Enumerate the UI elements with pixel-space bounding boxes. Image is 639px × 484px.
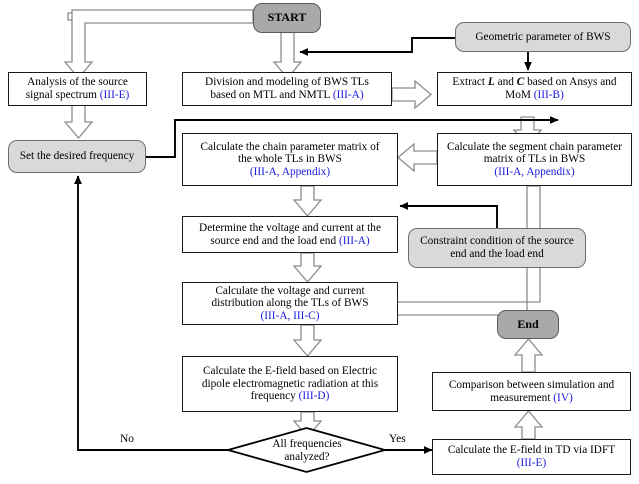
analysis-ref: (III-E) bbox=[99, 89, 130, 101]
extract-pre: Extract bbox=[452, 76, 488, 89]
decision-line1: All frequencies bbox=[272, 438, 342, 451]
decision-diamond bbox=[224, 427, 389, 473]
segment-ref: (III-A, Appendix) bbox=[494, 165, 575, 178]
chainwhole-ref: (III-A, Appendix) bbox=[249, 165, 331, 178]
node-constraint-condition[interactable]: Constraint condition of the source end a… bbox=[408, 228, 586, 268]
node-end-label: End bbox=[517, 316, 539, 331]
branch-label-yes: Yes bbox=[389, 433, 406, 445]
edge-constraint-to-determine bbox=[399, 202, 498, 228]
td-line1: Calculate the E-field in TD via IDFT bbox=[447, 444, 616, 457]
constraint-line1: Constraint condition of the source bbox=[420, 235, 574, 248]
efield-ref: (III-D) bbox=[298, 390, 330, 403]
efield-line1: Calculate the E-field based on Electric bbox=[202, 365, 378, 378]
distribution-ref: (III-A, III-C) bbox=[260, 309, 320, 322]
constraint-line2: end and the load end bbox=[450, 248, 544, 260]
node-set-frequency[interactable]: Set the desired frequency bbox=[8, 140, 146, 173]
distribution-line2: distribution along the TLs of BWS bbox=[211, 297, 369, 310]
analysis-line2: signal spectrum bbox=[25, 89, 100, 101]
edge-chainwhole-to-determine bbox=[292, 185, 323, 218]
node-analysis-source[interactable]: Analysis of the source signal spectrum (… bbox=[8, 72, 147, 106]
node-decision-label[interactable]: All frequencies analyzed? bbox=[249, 437, 365, 465]
edge-analysis-to-setfreq bbox=[63, 104, 94, 140]
node-comparison[interactable]: Comparison between simulation and measur… bbox=[432, 372, 631, 411]
node-extract-lc[interactable]: Extract L and C based on Ansys and MoM (… bbox=[437, 72, 632, 106]
edge-geometric-to-start bbox=[299, 37, 455, 56]
edge-start-to-division bbox=[272, 31, 303, 80]
node-segment-chain-matrix[interactable]: Calculate the segment chain parameter ma… bbox=[437, 133, 632, 186]
segment-line1: Calculate the segment chain parameter bbox=[446, 140, 623, 153]
extract-symbol-c: C bbox=[516, 76, 525, 89]
edge-decision-no-loop bbox=[74, 175, 228, 451]
comparison-line2: measurement bbox=[490, 391, 554, 404]
extract-post: based on Ansys and bbox=[524, 76, 617, 89]
edge-start-to-analysis bbox=[63, 9, 254, 80]
node-vi-distribution[interactable]: Calculate the voltage and current distri… bbox=[182, 282, 398, 325]
edge-determine-to-distribution bbox=[292, 252, 323, 284]
determine-line1: Determine the voltage and current at the bbox=[199, 221, 381, 234]
chainwhole-line1: Calculate the chain parameter matrix of bbox=[200, 140, 380, 153]
division-ref: (III-A) bbox=[332, 89, 364, 101]
edge-division-to-extract bbox=[391, 79, 433, 110]
edge-distribution-to-efield bbox=[292, 324, 323, 358]
node-start-label: START bbox=[267, 10, 307, 25]
edge-segment-to-chainwhole bbox=[396, 142, 438, 173]
analysis-line1: Analysis of the source bbox=[27, 76, 128, 89]
determine-line2: source end and the load end bbox=[210, 234, 339, 247]
node-end[interactable]: End bbox=[497, 310, 559, 339]
division-line1: Division and modeling of BWS TLs bbox=[205, 76, 369, 89]
extract-line2: MoM bbox=[505, 89, 534, 101]
edge-efield-to-decision bbox=[292, 411, 323, 439]
determine-ref: (III-A) bbox=[338, 234, 370, 247]
node-determine-vi[interactable]: Determine the voltage and current at the… bbox=[182, 216, 398, 253]
comparison-ref: (IV) bbox=[553, 391, 573, 404]
chainwhole-line2: the whole TLs in BWS bbox=[238, 153, 342, 166]
node-efield-td-idft[interactable]: Calculate the E-field in TD via IDFT (II… bbox=[432, 439, 631, 475]
efield-line3: frequency bbox=[250, 390, 299, 403]
extract-mid: and bbox=[494, 76, 517, 89]
node-start[interactable]: START bbox=[253, 3, 321, 33]
comparison-line1: Comparison between simulation and bbox=[448, 378, 615, 391]
td-ref: (III-E) bbox=[516, 457, 547, 469]
branch-label-no: No bbox=[120, 433, 135, 445]
edge-setfreq-to-segment bbox=[146, 116, 559, 158]
node-division-modeling[interactable]: Division and modeling of BWS TLs based o… bbox=[182, 72, 392, 106]
node-set-frequency-label: Set the desired frequency bbox=[19, 150, 135, 163]
segment-line2: matrix of TLs in BWS bbox=[483, 153, 586, 166]
node-efield-dipole[interactable]: Calculate the E-field based on Electric … bbox=[182, 356, 398, 412]
edge-comparison-to-end bbox=[513, 337, 544, 373]
division-line2: based on MTL and NMTL bbox=[210, 89, 333, 101]
efield-line2: dipole electromagnetic radiation at this bbox=[201, 377, 379, 390]
decision-line2: analyzed? bbox=[284, 451, 330, 463]
node-chain-matrix-whole[interactable]: Calculate the chain parameter matrix of … bbox=[182, 133, 398, 186]
extract-ref: (III-B) bbox=[533, 89, 564, 101]
node-geometric-parameter-label: Geometric parameter of BWS bbox=[475, 30, 611, 43]
distribution-line1: Calculate the voltage and current bbox=[215, 284, 365, 297]
node-geometric-parameter[interactable]: Geometric parameter of BWS bbox=[455, 22, 631, 52]
extract-symbol-l: L bbox=[487, 76, 495, 89]
edge-td-to-comparison bbox=[513, 409, 544, 440]
